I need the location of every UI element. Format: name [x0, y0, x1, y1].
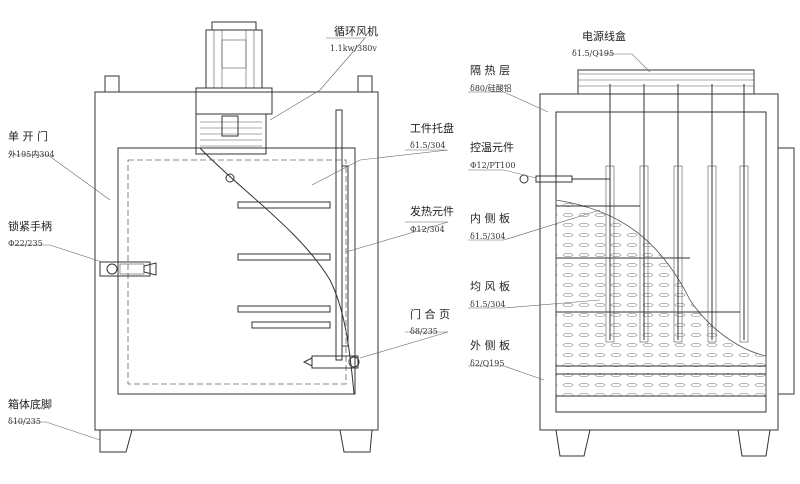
- label-hinge: 门 合 页 δ8/235: [410, 307, 450, 336]
- base-foot-right: [339, 429, 373, 453]
- svg-text:内 侧 板: 内 侧 板: [470, 211, 510, 225]
- label-handle: 锁紧手柄 Φ22/235: [8, 219, 52, 248]
- side-foot-left: [555, 429, 591, 457]
- label-tray: 工件托盘 δ1.5/304: [410, 121, 454, 150]
- svg-text:锁紧手柄: 锁紧手柄: [8, 219, 52, 233]
- svg-text:外 侧 板: 外 侧 板: [470, 338, 510, 352]
- cabinet-body: [94, 91, 379, 431]
- label-insulation: 隔 热 层 δ80/硅酸铝: [470, 64, 512, 93]
- power-line-box: [577, 69, 755, 95]
- top-post-left: [104, 75, 120, 93]
- svg-text:门 合 页: 门 合 页: [410, 307, 450, 321]
- svg-text:δ8/235: δ8/235: [410, 327, 438, 336]
- front-view-leaders: [10, 37, 449, 441]
- svg-text:外195内304: 外195内304: [8, 149, 55, 159]
- temp-control-element: [519, 174, 610, 184]
- label-base: 箱体底脚 δ10/235: [8, 397, 52, 426]
- svg-text:发热元件: 发热元件: [410, 204, 454, 218]
- label-temp-element: 控温元件 Φ12/PT100: [470, 140, 515, 170]
- inner-chamber: [117, 147, 356, 395]
- work-trays: [237, 201, 331, 329]
- label-outer-plate: 外 侧 板 δ2/Q195: [470, 338, 510, 368]
- svg-text:Φ12/304: Φ12/304: [410, 225, 445, 234]
- door-seal-line: [127, 159, 347, 385]
- heating-element-2: [341, 165, 349, 347]
- door-viewport-icon: [225, 173, 235, 183]
- label-fan: 循环风机 1.1kw/380v: [330, 24, 378, 53]
- svg-text:电源线盒: 电源线盒: [582, 29, 626, 43]
- door-panel: [117, 147, 355, 395]
- base-foot-left: [99, 429, 133, 453]
- side-view: [519, 69, 795, 457]
- svg-text:隔 热 层: 隔 热 层: [470, 64, 510, 77]
- svg-text:均 风 板: 均 风 板: [470, 279, 510, 293]
- svg-text:1.1kw/380v: 1.1kw/380v: [330, 44, 377, 53]
- label-inner-plate: 内 侧 板 δ1.5/304: [470, 211, 510, 241]
- svg-text:Φ22/235: Φ22/235: [8, 239, 43, 248]
- svg-text:控温元件: 控温元件: [470, 140, 514, 154]
- svg-text:工件托盘: 工件托盘: [410, 121, 454, 135]
- air-distribution-plate: [555, 199, 767, 397]
- svg-text:δ80/硅酸铝: δ80/硅酸铝: [470, 83, 512, 93]
- label-heater: 发热元件 Φ12/304: [410, 204, 454, 234]
- side-door-slab: [777, 147, 795, 395]
- top-post-right: [357, 75, 373, 93]
- label-air-plate: 均 风 板 δ1.5/304: [470, 279, 510, 309]
- side-view-leaders: [468, 53, 651, 381]
- svg-text:箱体底脚: 箱体底脚: [8, 397, 52, 411]
- svg-text:δ1.5/Q195: δ1.5/Q195: [572, 49, 614, 58]
- svg-text:δ10/235: δ10/235: [8, 417, 41, 426]
- circulation-fan: [195, 21, 273, 155]
- svg-text:δ1.5/304: δ1.5/304: [470, 232, 506, 241]
- svg-text:δ2/Q195: δ2/Q195: [470, 359, 504, 368]
- side-foot-right: [737, 429, 771, 457]
- svg-text:δ1.5/304: δ1.5/304: [410, 141, 446, 150]
- svg-text:单 开 门: 单 开 门: [8, 129, 48, 143]
- svg-text:循环风机: 循环风机: [334, 24, 378, 38]
- door-hinge: [302, 355, 360, 369]
- lock-handle: [99, 261, 157, 277]
- svg-text:Φ12/PT100: Φ12/PT100: [470, 161, 515, 170]
- label-door: 单 开 门 外195内304: [8, 129, 55, 159]
- label-power-box: 电源线盒 δ1.5/Q195: [572, 29, 626, 58]
- side-heater-rods: [605, 84, 749, 343]
- svg-text:δ1.5/304: δ1.5/304: [470, 300, 506, 309]
- front-view: [94, 21, 379, 453]
